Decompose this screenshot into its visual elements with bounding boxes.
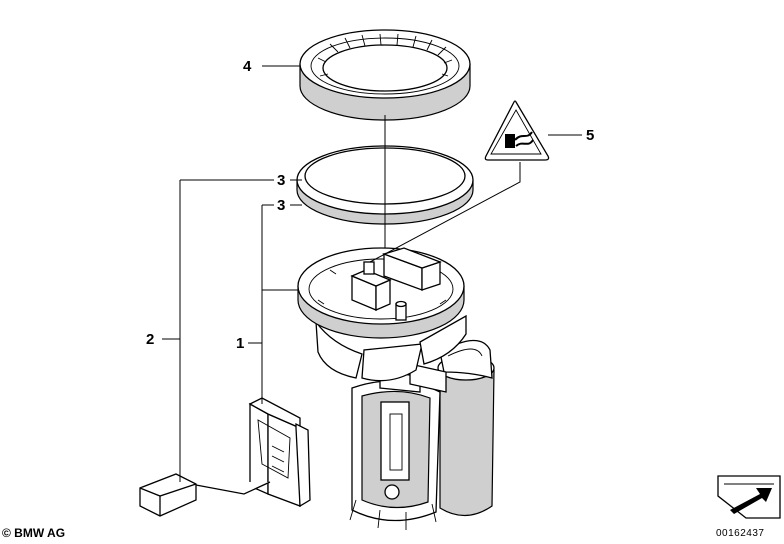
callout-3-lower: 3 [277, 197, 285, 214]
copyright-text: © BMW AG [2, 526, 66, 540]
fuel-warning-icon [505, 131, 534, 148]
level-sensor [139, 397, 311, 517]
callout-1: 1 [236, 335, 244, 352]
locking-ring [299, 29, 471, 121]
callout-3-upper: 3 [277, 172, 285, 189]
leader-lines [162, 65, 582, 482]
arrow-corner-icon [717, 475, 781, 519]
callout-2: 2 [146, 331, 154, 348]
callout-4: 4 [243, 58, 252, 75]
diagram-id: 00162437 [716, 528, 765, 539]
warning-label [484, 100, 550, 161]
callout-5: 5 [586, 127, 594, 144]
fuel-pump-assembly [297, 247, 495, 530]
